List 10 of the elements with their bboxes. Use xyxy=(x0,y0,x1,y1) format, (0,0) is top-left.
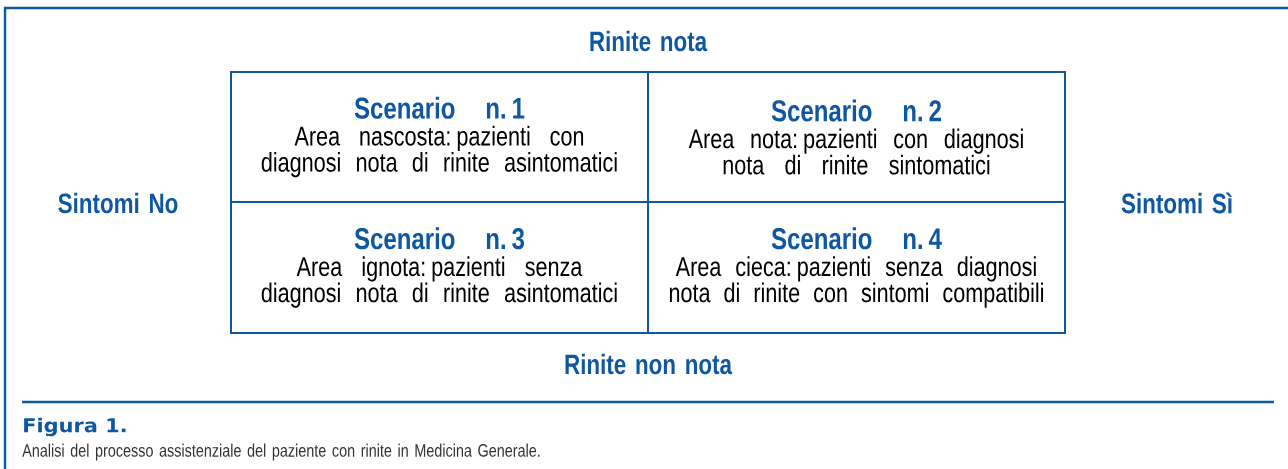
axis-label: Rinite non nota xyxy=(565,353,733,375)
caption: Analisi del processo assistenziale del paziente con rinite in Medicina Generale. xyxy=(22,443,540,461)
scenario-cell: Scenario n. 2 Area nota: pazienti con diagnosi nota di rinite sintomatici xyxy=(647,71,1066,203)
axis-label: Sintomi Sì xyxy=(1121,192,1232,214)
figure-label: Figura 1. xyxy=(24,417,126,437)
scenario-cell: Scenario n. 4 Area cieca: pazienti senza diagnosi nota di rinite con sintomi compatibili xyxy=(647,201,1066,334)
axis-label: Rinite nota xyxy=(590,30,708,52)
scenario-cell: Scenario n. 1 Area nascosta: pazienti con diagnosi nota di rinite asintomatici xyxy=(230,71,649,203)
axis-label: Sintomi No xyxy=(58,192,178,214)
scenario-cell: Scenario n. 3 Area ignota: pazienti senza diagnosi nota di rinite asintomatici xyxy=(230,201,649,334)
